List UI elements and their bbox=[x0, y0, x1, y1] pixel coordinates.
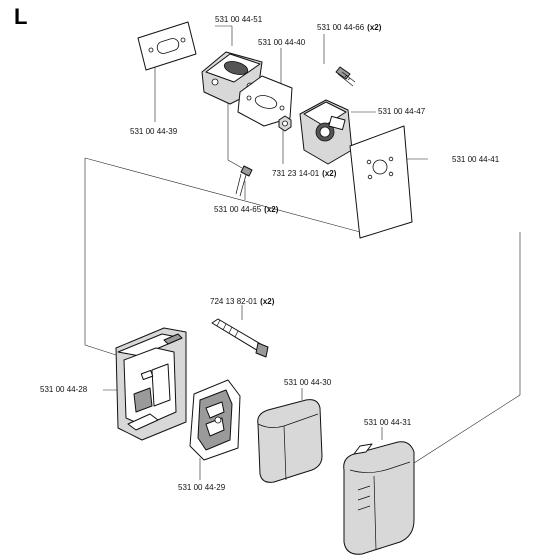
part-number-label: 531 00 44-47 bbox=[378, 107, 426, 116]
filter-grid-29 bbox=[189, 379, 241, 461]
part-labels: 531 00 44-39 531 00 44-51 531 00 44-40 5… bbox=[40, 15, 500, 492]
part-number-label: 531 00 44-28 bbox=[40, 385, 88, 394]
filter-cover-31 bbox=[343, 441, 415, 555]
part-number-label: 731 23 14-01(x2) bbox=[272, 169, 337, 178]
screw-65 bbox=[235, 165, 253, 197]
leader-lines bbox=[84, 25, 521, 480]
part-number-label: 531 00 44-31 bbox=[364, 418, 412, 427]
gasket-plate-41 bbox=[349, 125, 413, 239]
intake-body-47 bbox=[299, 99, 353, 165]
part-number-label: 531 00 44-66(x2) bbox=[317, 23, 382, 32]
part-number-label: 531 00 44-30 bbox=[284, 378, 332, 387]
thin-gasket-40 bbox=[237, 75, 293, 127]
nut-1401 bbox=[278, 115, 292, 132]
gasket-plate-39 bbox=[137, 21, 197, 71]
section-letter: L bbox=[14, 4, 27, 29]
foam-filter-30 bbox=[257, 399, 323, 483]
part-number-label: 531 00 44-65(x2) bbox=[214, 205, 279, 214]
part-number-label: 531 00 44-51 bbox=[215, 15, 263, 24]
filter-housing-28 bbox=[115, 327, 187, 441]
part-number-label: 531 00 44-41 bbox=[452, 155, 500, 164]
part-number-label: 724 13 82-01(x2) bbox=[210, 297, 275, 306]
screw-66 bbox=[335, 66, 356, 87]
part-number-label: 531 00 44-40 bbox=[258, 38, 306, 47]
part-number-label: 531 00 44-29 bbox=[178, 483, 226, 492]
long-bolt-8201 bbox=[211, 318, 269, 358]
part-number-label: 531 00 44-39 bbox=[130, 127, 178, 136]
